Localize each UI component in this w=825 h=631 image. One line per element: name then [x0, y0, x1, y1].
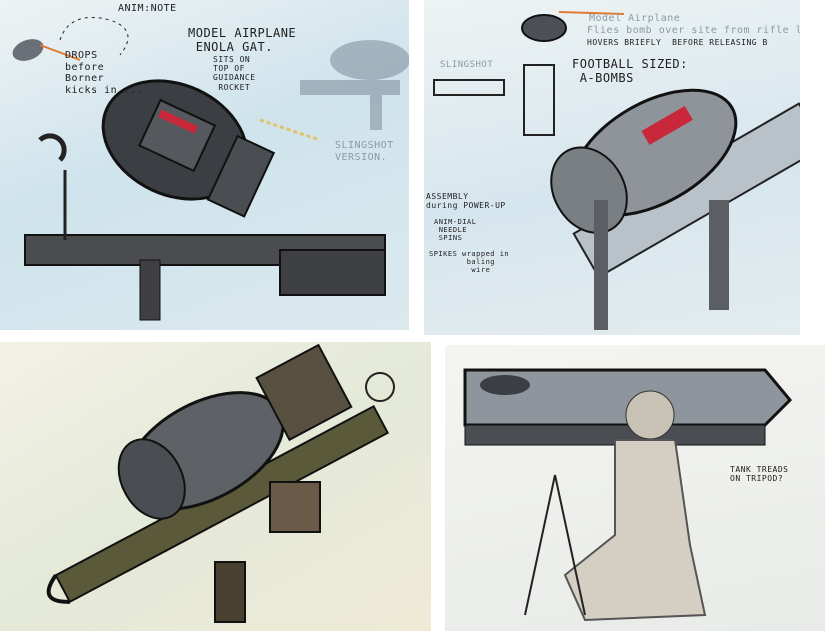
concept-sketch-football-bombs: Model Airplane Flies bomb over site from… — [424, 0, 800, 335]
note-spikes: SPIKES wrapped in baling wire — [429, 250, 510, 275]
note-football: FOOTBALL SIZED: A-BOMBS — [572, 57, 688, 85]
note-model: Model Airplane — [589, 13, 681, 24]
note-sits: SITS ON TOP OF GUIDANCE ROCKET — [213, 55, 256, 92]
launcher-drawing — [463, 368, 793, 622]
launcher-drawing — [12, 17, 409, 321]
launcher-drawing — [433, 11, 800, 330]
note-slingshot: SLINGSHOT VERSION. — [335, 140, 394, 163]
note-tank-treads: TANK TREADS ON TRIPOD? — [730, 465, 789, 484]
note-hovers: HOVERS BRIEFLY BEFORE RELEASING B — [587, 38, 768, 47]
note-flies: Flies bomb over site from rifle launc — [587, 25, 800, 36]
concept-sketch-enola-gat: ANIM:NOTE DROPS before Borner kicks in .… — [0, 0, 409, 330]
note-anim: ANIM:NOTE — [118, 3, 177, 14]
note-dial: ANIM-DIAL NEEDLE SPINS — [434, 218, 477, 243]
concept-sketch-shoulder-launcher: TANK TREADS ON TRIPOD? — [445, 345, 825, 631]
note-slingshot: SLINGSHOT — [440, 60, 494, 70]
note-drops: DROPS before Borner kicks in ... — [65, 50, 144, 96]
concept-sketch-rail-launcher — [0, 342, 431, 631]
note-title: MODEL AIRPLANE ENOLA GAT. — [188, 26, 297, 54]
launcher-drawing — [46, 343, 395, 623]
note-assembly: ASSEMBLY during POWER-UP — [426, 192, 506, 211]
